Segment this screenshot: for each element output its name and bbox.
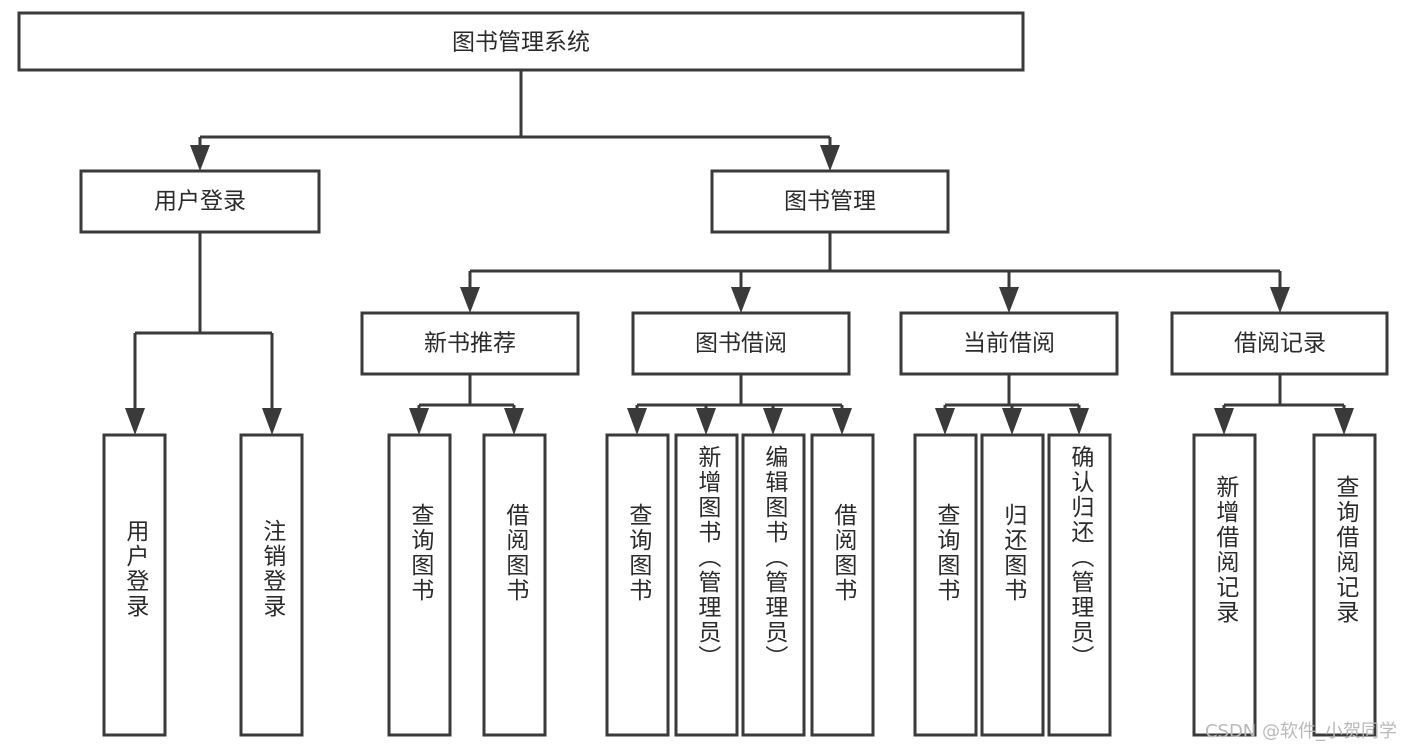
arrow-head-leaf-logout — [262, 408, 282, 435]
arrow-head-leaf-borrow-book-2 — [832, 408, 852, 435]
node-book-management-box[interactable] — [710, 169, 950, 234]
leaf-box-logout[interactable] — [239, 433, 304, 737]
arrow-head-leaf-query-record — [1334, 408, 1354, 435]
leaf-box-query-book-current[interactable] — [913, 433, 978, 737]
node-current-borrow-box[interactable] — [899, 311, 1119, 376]
node-box-group: 图书管理系统 用户登录 图书管理 新书推荐 图书借阅 当前借阅 借阅记录 — [17, 11, 1389, 737]
arrow-head-leaf-query-book-1 — [409, 408, 429, 435]
node-current-borrow-label: 当前借阅 — [963, 331, 1055, 357]
node-root-box[interactable] — [17, 11, 1025, 72]
leaf-box-borrow-book-rec[interactable] — [482, 433, 547, 737]
leaf-box-edit-book-admin[interactable] — [741, 433, 806, 737]
arrow-head-leaf-query-book-3 — [935, 408, 955, 435]
leaf-box-query-borrow-record[interactable] — [1312, 433, 1377, 737]
arrow-head-current-borrow — [999, 287, 1019, 313]
csdn-watermark: CSDN @软件_小贺同学 — [1204, 721, 1397, 742]
leaf-box-return-book[interactable] — [980, 433, 1045, 737]
arrow-head-book-mgmt — [820, 145, 840, 171]
arrow-head-leaf-return-book — [1002, 408, 1022, 435]
arrow-head-book-borrow — [731, 287, 751, 313]
arrow-head-leaf-confirm-return — [1069, 408, 1089, 435]
node-new-book-recommend-label: 新书推荐 — [424, 331, 516, 357]
node-book-management-label: 图书管理 — [784, 189, 876, 215]
node-new-book-recommend-box[interactable] — [360, 311, 580, 376]
leaf-box-user-login[interactable] — [102, 433, 167, 737]
arrow-head-leaf-user-login — [125, 408, 145, 435]
node-user-login-label: 用户登录 — [154, 189, 246, 215]
leaf-box-borrow-book[interactable] — [810, 433, 875, 737]
arrow-head-leaf-edit-book — [763, 408, 783, 435]
leaf-box-add-borrow-record[interactable] — [1192, 433, 1257, 737]
node-borrow-record-label: 借阅记录 — [1234, 331, 1326, 357]
node-book-borrow-label: 图书借阅 — [695, 331, 787, 357]
connector-group — [125, 70, 1354, 435]
node-borrow-record-box[interactable] — [1170, 311, 1389, 376]
node-book-borrow-box[interactable] — [631, 311, 851, 376]
leaf-box-add-book-admin[interactable] — [674, 433, 739, 737]
arrow-head-borrow-record — [1270, 287, 1290, 313]
arrow-head-leaf-add-book — [696, 408, 716, 435]
arrow-head-leaf-add-record — [1214, 408, 1234, 435]
leaf-box-query-book-rec[interactable] — [387, 433, 452, 737]
node-root-label: 图书管理系统 — [452, 30, 590, 56]
leaf-box-query-book-borrow[interactable] — [605, 433, 670, 737]
arrow-head-new-book-rec — [460, 287, 480, 313]
arrow-head-leaf-borrow-book-1 — [504, 408, 524, 435]
arrow-head-leaf-query-book-2 — [627, 408, 647, 435]
node-user-login-box[interactable] — [79, 169, 321, 234]
arrow-head-user-login — [190, 145, 210, 171]
leaf-box-confirm-return-admin[interactable] — [1047, 433, 1112, 737]
